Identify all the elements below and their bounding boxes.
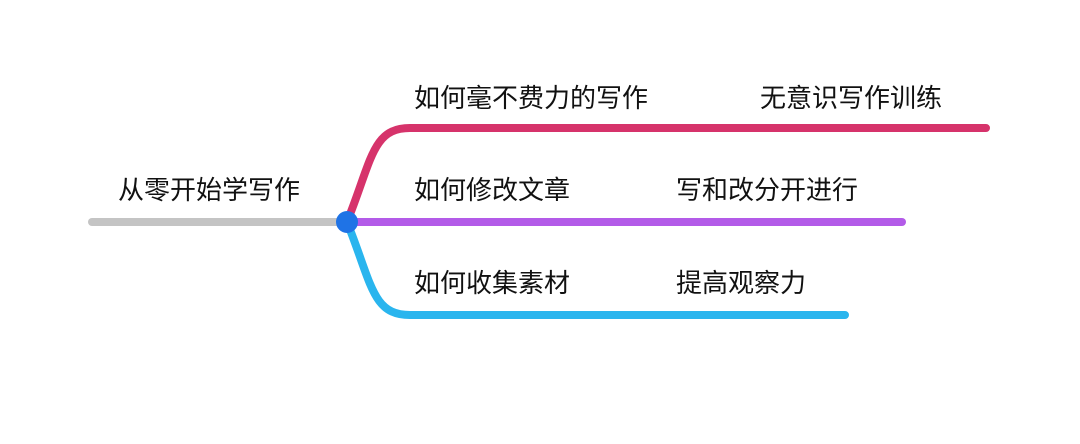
branch-topic-writing-effortlessly[interactable]: 如何毫不费力的写作 — [414, 84, 649, 114]
leaf-topic-unconscious-writing-training[interactable]: 无意识写作训练 — [760, 84, 943, 114]
branch-topic-collecting-materials[interactable]: 如何收集素材 — [414, 269, 571, 299]
branch-line-collecting-materials — [343, 218, 849, 319]
branch-line-writing-effortlessly — [343, 124, 990, 226]
leaf-topic-improve-observation[interactable]: 提高观察力 — [676, 269, 807, 299]
leaf-topic-write-and-edit-separately[interactable]: 写和改分开进行 — [676, 176, 859, 206]
branch-topic-revising-articles[interactable]: 如何修改文章 — [414, 176, 571, 206]
root-node-dot[interactable] — [336, 211, 358, 233]
root-topic-label[interactable]: 从零开始学写作 — [118, 176, 301, 206]
